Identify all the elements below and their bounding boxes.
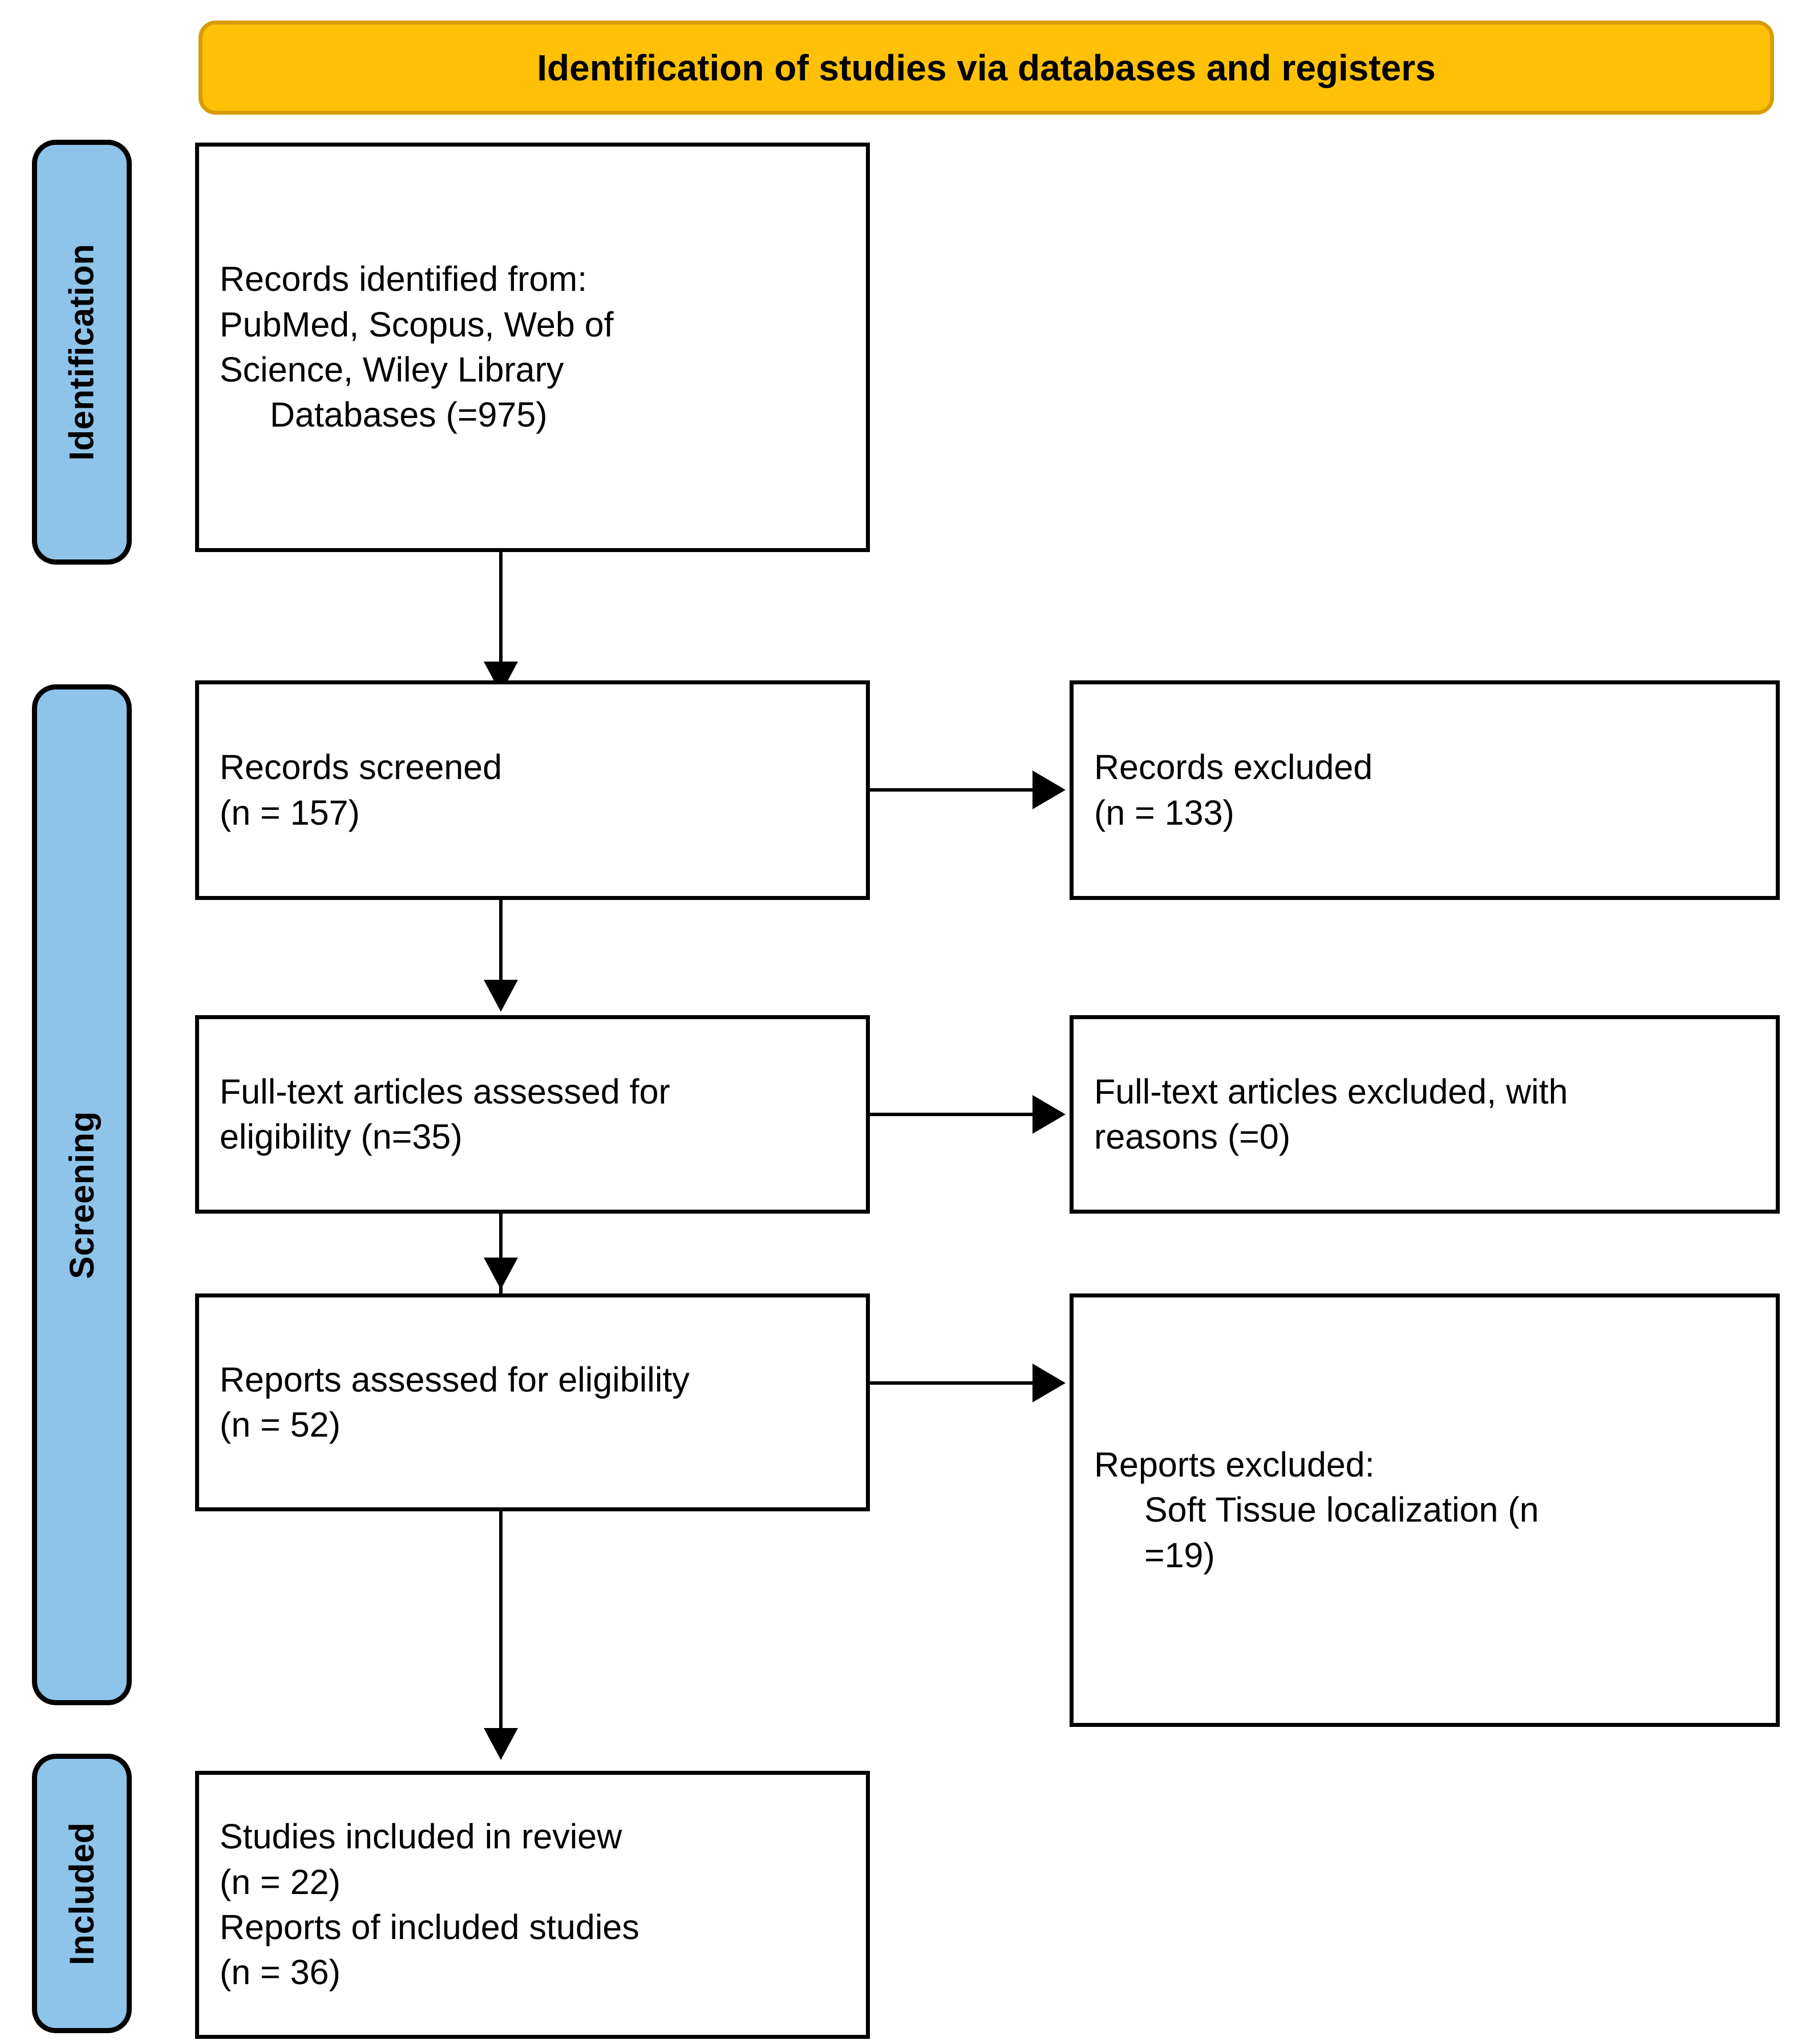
phase-tab-screening-label: Screening xyxy=(63,1110,102,1279)
connector-fulltext-to-reports-arrowhead xyxy=(484,1258,518,1289)
box-studies-included-line-4: (n = 36) xyxy=(220,1953,341,1992)
box-records-screened-line-1: Records screened xyxy=(220,748,503,787)
box-records-identified-line-1: Records identified from: xyxy=(220,259,588,299)
connector-fulltext-to-fulltext-excluded-arrowhead xyxy=(1032,1095,1066,1134)
diagram-title: Identification of studies via databases … xyxy=(537,47,1436,88)
box-fulltext-excluded: Full-text articles excluded, with reason… xyxy=(1070,1015,1780,1214)
connector-screened-to-records-excluded-arrowhead xyxy=(1032,770,1066,809)
box-studies-included: Studies included in review (n = 22) Repo… xyxy=(195,1771,870,2039)
connector-screened-to-fulltext xyxy=(499,900,503,984)
box-fulltext-assessed-line-1: Full-text articles assessed for xyxy=(220,1072,670,1111)
box-records-identified-line-3: Science, Wiley Library xyxy=(220,350,564,389)
box-reports-excluded: Reports excluded: Soft Tissue localizati… xyxy=(1070,1293,1780,1727)
box-fulltext-excluded-line-2: reasons (=0) xyxy=(1094,1117,1291,1156)
box-reports-excluded-line-1: Reports excluded: xyxy=(1094,1445,1375,1485)
phase-tab-included: Included xyxy=(32,1754,132,2033)
phase-tab-screening: Screening xyxy=(32,684,132,1705)
box-fulltext-assessed: Full-text articles assessed for eligibil… xyxy=(195,1015,870,1214)
connector-identified-to-screened xyxy=(499,552,503,666)
box-fulltext-assessed-line-2: eligibility (n=35) xyxy=(220,1117,463,1156)
box-records-identified-line-2: PubMed, Scopus, Web of xyxy=(220,305,614,344)
box-studies-included-line-3: Reports of included studies xyxy=(220,1908,639,1946)
box-records-excluded-line-2: (n = 133) xyxy=(1094,793,1234,832)
connector-reports-to-included-arrowhead xyxy=(484,1728,518,1760)
phase-tab-identification: Identification xyxy=(32,140,132,565)
box-records-excluded: Records excluded (n = 133) xyxy=(1070,680,1780,900)
box-reports-excluded-line-3: =19) xyxy=(1144,1535,1215,1575)
connector-screened-to-records-excluded xyxy=(870,788,1035,792)
box-reports-assessed-line-1: Reports assessed for eligibility xyxy=(220,1360,690,1399)
phase-tab-included-label: Included xyxy=(63,1822,101,1965)
box-records-identified-line-4: Databases (=975) xyxy=(270,395,548,435)
connector-fulltext-to-fulltext-excluded xyxy=(870,1113,1035,1116)
box-records-screened-line-2: (n = 157) xyxy=(220,793,360,832)
connector-reports-to-included xyxy=(499,1511,503,1734)
box-reports-assessed-line-2: (n = 52) xyxy=(220,1405,341,1444)
connector-reports-to-reports-excluded xyxy=(870,1381,1035,1385)
box-records-screened: Records screened (n = 157) xyxy=(195,680,870,900)
connector-fulltext-to-reports xyxy=(499,1214,503,1295)
box-reports-excluded-line-2: Soft Tissue localization (n xyxy=(1144,1490,1539,1530)
diagram-header-banner: Identification of studies via databases … xyxy=(199,21,1774,115)
box-fulltext-excluded-line-1: Full-text articles excluded, with xyxy=(1094,1072,1568,1111)
connector-screened-to-fulltext-arrowhead xyxy=(484,980,518,1012)
box-studies-included-line-2: (n = 22) xyxy=(220,1862,341,1901)
box-studies-included-line-1: Studies included in review xyxy=(220,1817,622,1856)
box-records-identified: Records identified from: PubMed, Scopus,… xyxy=(195,143,870,552)
box-reports-assessed: Reports assessed for eligibility (n = 52… xyxy=(195,1293,870,1511)
box-records-excluded-line-1: Records excluded xyxy=(1094,748,1373,787)
connector-reports-to-reports-excluded-arrowhead xyxy=(1032,1364,1066,1402)
phase-tab-identification-label: Identification xyxy=(63,244,101,461)
